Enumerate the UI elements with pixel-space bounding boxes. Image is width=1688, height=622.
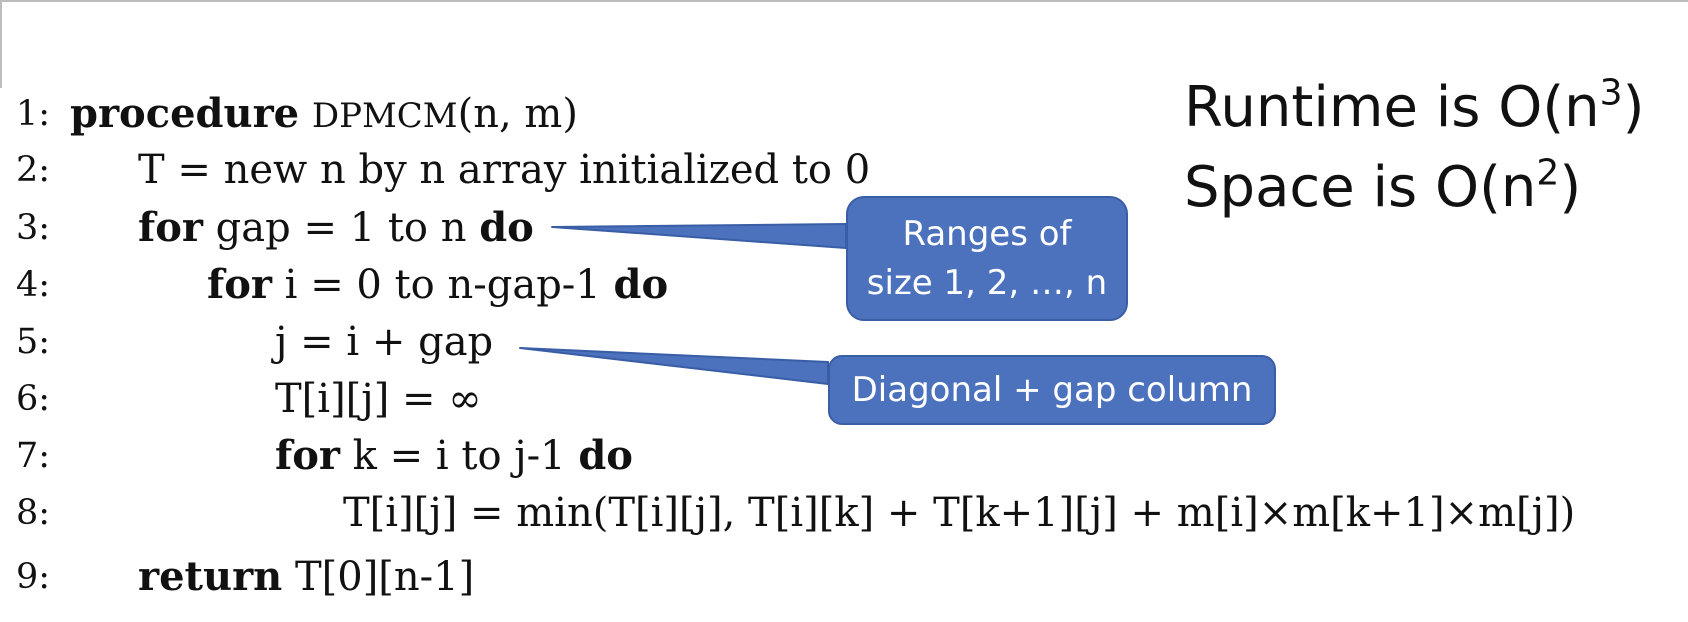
callout-ranges-line1: Ranges of (902, 213, 1072, 254)
algorithm-line: 3: for gap = 1 to n do (0, 200, 1688, 256)
algorithm-line: 7: for k = i to j-1 do (0, 428, 1688, 484)
algorithm-line: 9: return T[0][n-1] (0, 549, 1688, 605)
code-text: for k = i to j-1 do (275, 428, 633, 484)
code-text: procedure DPMCM(n, m) (70, 86, 578, 144)
slide-frame-left (0, 0, 2, 88)
algorithm-line: 4: for i = 0 to n-gap-1 do (0, 257, 1688, 313)
keyword: do (479, 204, 534, 251)
code-text: T[i][j] = min(T[i][j], T[i][k] + T[k+1][… (343, 485, 1575, 541)
code-segment: T[0][n-1] (282, 554, 475, 600)
code-segment: T[i][j] = ∞ (275, 376, 482, 422)
keyword: for (275, 432, 340, 479)
line-number: 8: (16, 493, 51, 533)
code-segment: DPMCM (311, 96, 458, 136)
callout-pointer-diagonal (519, 347, 829, 385)
callout-pointer-ranges (551, 223, 847, 249)
code-text: T[i][j] = ∞ (275, 371, 482, 427)
algorithm-line: 2: T = new n by n array initialized to 0 (0, 142, 1688, 198)
line-number: 3: (16, 208, 51, 248)
algorithm-line: 1: procedure DPMCM(n, m) (0, 86, 1688, 142)
runtime-complexity: Runtime is O(n3) (1184, 72, 1645, 140)
keyword: procedure (70, 90, 300, 137)
callout-diagonal: Diagonal + gap column (828, 355, 1276, 425)
algorithm-line: 6: T[i][j] = ∞ (0, 371, 1688, 427)
code-segment: gap = 1 to n (202, 205, 480, 251)
code-segment: T[i][j] = min(T[i][j], T[i][k] + T[k+1][… (343, 490, 1576, 536)
keyword: do (578, 432, 633, 479)
callout-diagonal-text: Diagonal + gap column (851, 370, 1253, 410)
code-text: T = new n by n array initialized to 0 (138, 142, 870, 198)
line-number: 2: (16, 150, 51, 190)
code-segment: j = i + gap (275, 319, 494, 365)
algorithm-line: 8: T[i][j] = min(T[i][j], T[i][k] + T[k+1… (0, 485, 1688, 541)
space-complexity: Space is O(n2) (1184, 152, 1582, 220)
line-number: 5: (16, 322, 51, 362)
code-text: return T[0][n-1] (138, 549, 474, 605)
algorithm-line: 5: j = i + gap (0, 314, 1688, 370)
line-number: 6: (16, 379, 51, 419)
keyword: for (207, 261, 272, 308)
line-number: 9: (16, 557, 51, 597)
line-number: 1: (16, 94, 51, 134)
keyword: return (138, 553, 283, 600)
code-segment: i = 0 to n-gap-1 (271, 262, 614, 308)
code-segment: T = new n by n array initialized to 0 (138, 147, 871, 193)
callout-ranges: Ranges of size 1, 2, …, n (846, 196, 1128, 321)
code-text: j = i + gap (275, 314, 493, 370)
callout-ranges-line2: size 1, 2, …, n (866, 262, 1108, 303)
slide-frame-top (0, 0, 1688, 2)
keyword: for (138, 204, 203, 251)
code-segment: (n, m) (457, 91, 578, 137)
code-segment: k = i to j-1 (339, 433, 579, 479)
line-number: 4: (16, 265, 51, 305)
keyword: do (613, 261, 669, 308)
code-text: for i = 0 to n-gap-1 do (207, 257, 668, 313)
code-text: for gap = 1 to n do (138, 200, 534, 256)
line-number: 7: (16, 436, 51, 476)
